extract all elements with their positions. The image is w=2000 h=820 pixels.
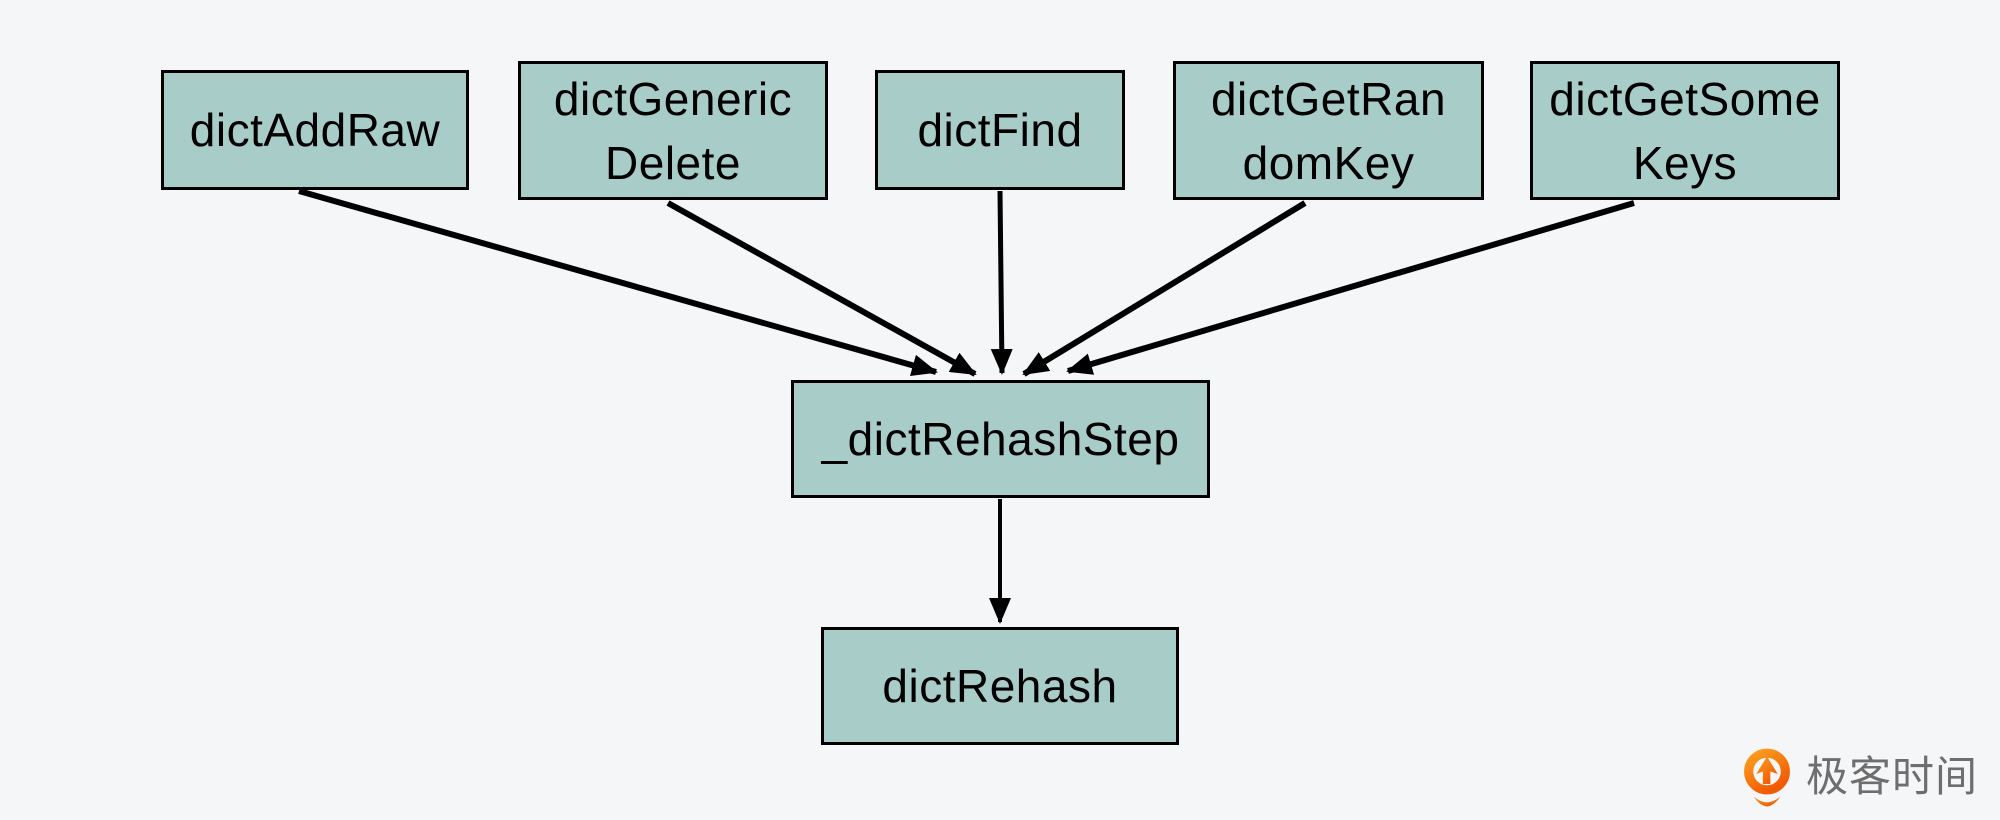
edge-dictGenericDelete-to-_dictRehashStep bbox=[666, 200, 977, 377]
edge-dictGetSomeKeys-to-_dictRehashStep bbox=[1066, 200, 1635, 375]
node-label: _dictRehashStep bbox=[821, 413, 1180, 465]
node-label-line2: Keys bbox=[1632, 136, 1738, 189]
node-dictRehashStep: _dictRehashStep bbox=[791, 380, 1210, 498]
node-dictGetRandomKey: dictGetRan domKey bbox=[1173, 61, 1484, 200]
node-label: dictFind bbox=[917, 104, 1083, 156]
edge-dictAddRaw-to-_dictRehashStep bbox=[298, 188, 938, 377]
node-dictRehash: dictRehash bbox=[821, 627, 1179, 745]
node-label: dictRehash bbox=[882, 660, 1118, 712]
node-label-line2: domKey bbox=[1242, 136, 1415, 189]
geektime-logo: 极客时间 bbox=[1742, 748, 1978, 810]
node-label-line1: dictGetRan bbox=[1210, 72, 1447, 125]
edge-dictFind-to-_dictRehashStep bbox=[990, 190, 1013, 375]
edge-dictGetRandomKey-to-_dictRehashStep bbox=[1022, 200, 1307, 377]
geektime-logo-icon bbox=[1744, 748, 1790, 807]
node-label-line1: dictGetSome bbox=[1549, 72, 1821, 125]
node-dictFind: dictFind bbox=[875, 70, 1125, 190]
geektime-logo-text: 极客时间 bbox=[1806, 753, 1979, 800]
node-label-line1: dictGeneric bbox=[553, 72, 793, 125]
node-label-line2: Delete bbox=[605, 136, 741, 189]
node-label: dictAddRaw bbox=[189, 104, 441, 156]
node-dictAddRaw: dictAddRaw bbox=[161, 70, 469, 190]
node-dictGetSomeKeys: dictGetSome Keys bbox=[1530, 61, 1840, 200]
node-dictGenericDelete: dictGeneric Delete bbox=[518, 61, 828, 200]
